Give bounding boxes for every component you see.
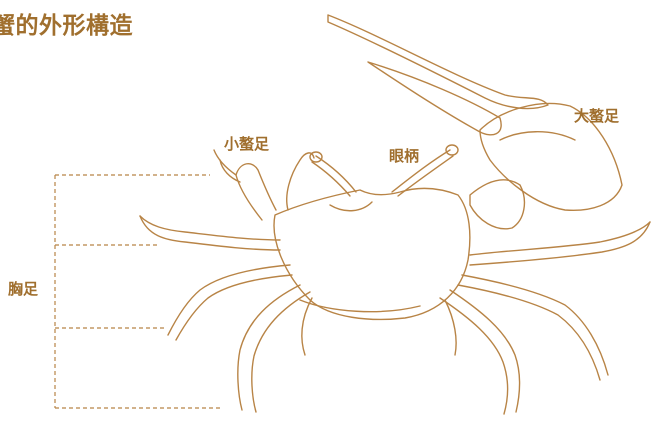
walking-legs-bracket bbox=[54, 174, 220, 409]
left-eye bbox=[309, 151, 323, 163]
left-eyestalk bbox=[315, 155, 357, 193]
label-small-claw: 小螯足 bbox=[224, 135, 270, 153]
left-leg-3 bbox=[237, 284, 301, 411]
right-leg-2 bbox=[461, 274, 609, 376]
diagram-title: 蟹的外形構造 bbox=[0, 13, 133, 39]
small-claw bbox=[235, 163, 277, 221]
label-big-claw: 大螯足 bbox=[574, 107, 620, 125]
right-eyestalk bbox=[391, 149, 451, 193]
right-leg-1 bbox=[469, 221, 651, 256]
right-leg-3 bbox=[449, 289, 521, 413]
big-claw-palm bbox=[479, 102, 623, 212]
left-leg-1 bbox=[139, 215, 281, 241]
big-claw-upper-finger bbox=[327, 14, 549, 110]
label-eyestalk: 眼柄 bbox=[389, 147, 420, 165]
left-leg-2 bbox=[167, 264, 291, 336]
left-leg-4 bbox=[301, 297, 313, 356]
big-claw-arm bbox=[469, 179, 526, 230]
right-eye bbox=[445, 144, 459, 156]
big-claw-lower-finger bbox=[367, 61, 502, 136]
right-leg-4 bbox=[444, 299, 457, 356]
label-walking-legs: 胸足 bbox=[8, 280, 39, 298]
carapace bbox=[273, 187, 471, 321]
